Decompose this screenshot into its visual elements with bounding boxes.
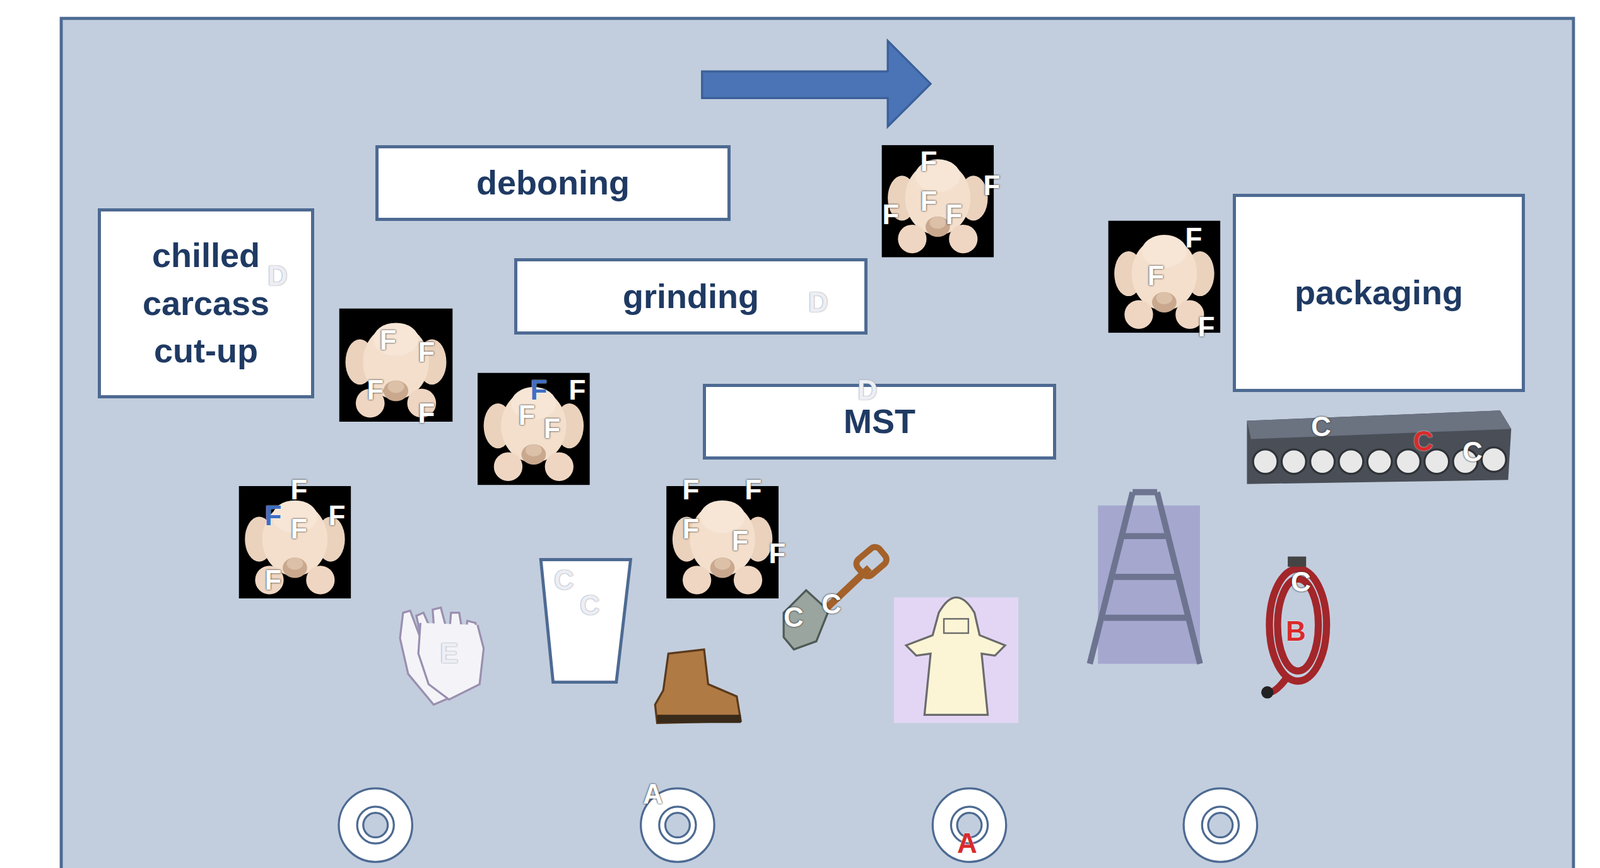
- hazard-letter: F: [882, 200, 900, 229]
- process-label: packaging: [1294, 268, 1464, 317]
- hazard-letter: F: [945, 200, 963, 229]
- hazard-letter: F: [518, 401, 536, 430]
- hazard-letter: F: [1185, 223, 1203, 252]
- hazard-letter: F: [367, 376, 385, 404]
- hazard-letter: F: [1147, 261, 1165, 290]
- hazard-letter: F: [682, 475, 700, 504]
- process-label: grinding: [622, 272, 759, 321]
- hazard-letter: F: [290, 514, 308, 543]
- hazard-letter: A: [957, 829, 978, 857]
- hazard-letter: F: [769, 539, 787, 568]
- hazard-letter: C: [783, 603, 804, 631]
- hazard-letter: C: [1311, 412, 1332, 441]
- hazard-letter: F: [682, 514, 700, 543]
- hazard-letter: F: [264, 501, 283, 530]
- hazard-letter: F: [745, 475, 763, 504]
- hazard-letter: E: [439, 639, 459, 667]
- hazard-letter: F: [328, 501, 346, 530]
- hazard-letter: F: [418, 338, 436, 366]
- process-label: deboning: [476, 158, 630, 207]
- hazard-letter: A: [642, 779, 664, 808]
- process-label: MST: [843, 397, 916, 446]
- hazard-letter: C: [553, 565, 575, 594]
- process-box: deboning: [375, 145, 731, 221]
- hazard-letter: C: [1462, 437, 1483, 466]
- hazard-letter: F: [920, 147, 938, 176]
- hazard-letter: C: [1290, 567, 1312, 596]
- hazard-letter: C: [579, 591, 600, 619]
- hazard-letter: B: [1285, 617, 1306, 645]
- hazard-letter: F: [1198, 312, 1216, 341]
- process-box: packaging: [1232, 193, 1525, 392]
- hazard-letter: F: [569, 376, 587, 404]
- process-box: chilled carcass cut-up: [97, 208, 315, 399]
- hazard-letter: F: [379, 326, 397, 354]
- hazard-letter: F: [731, 526, 749, 555]
- hazard-letter: F: [543, 414, 561, 443]
- hazard-letter: F: [530, 376, 548, 404]
- hazard-letter: F: [290, 475, 308, 504]
- hazard-letter: F: [264, 565, 283, 594]
- hazard-letter: D: [857, 376, 878, 404]
- process-box: MST: [702, 383, 1057, 460]
- process-label: chilled carcass cut-up: [113, 231, 299, 375]
- hazard-letter: C: [821, 589, 842, 618]
- hazard-letter: F: [983, 171, 1001, 200]
- hazard-letter: D: [267, 261, 288, 290]
- hazard-letter: C: [1413, 427, 1434, 455]
- hazard-letter: D: [808, 288, 829, 317]
- hazard-letter: F: [920, 187, 938, 216]
- hazard-letter: F: [418, 399, 436, 428]
